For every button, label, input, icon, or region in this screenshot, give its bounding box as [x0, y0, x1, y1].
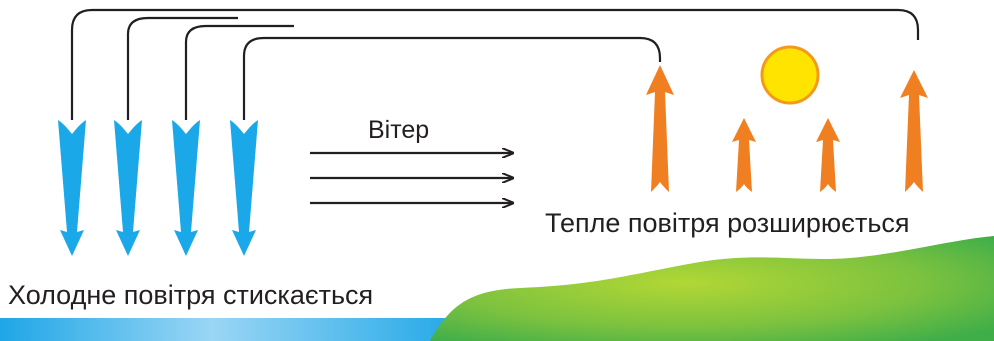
warm-air-arrow — [900, 70, 928, 192]
wind-arrows — [310, 153, 513, 203]
warm-air-arrow — [816, 118, 840, 192]
circulation-line — [70, 8, 920, 120]
cold-air-arrows — [58, 120, 258, 256]
circulation-line — [242, 36, 662, 120]
cold-air-label: Холодне повітря стискається — [8, 280, 374, 310]
air-circulation-lines — [70, 8, 920, 120]
cold-air-arrow — [58, 120, 86, 256]
wind-label: Вітер — [368, 116, 430, 144]
warm-air-label: Тепле повітря розширюється — [545, 208, 910, 238]
warm-air-arrow — [646, 65, 674, 192]
circulation-line — [126, 16, 238, 120]
sea — [0, 318, 470, 341]
circulation-line — [184, 24, 294, 120]
warm-air-arrow — [732, 118, 756, 192]
warm-air-arrows — [646, 65, 928, 192]
cold-air-arrow — [114, 120, 142, 256]
sun-icon — [760, 45, 820, 105]
cold-air-arrow — [230, 120, 258, 256]
cold-air-arrow — [172, 120, 200, 256]
land — [430, 236, 994, 341]
